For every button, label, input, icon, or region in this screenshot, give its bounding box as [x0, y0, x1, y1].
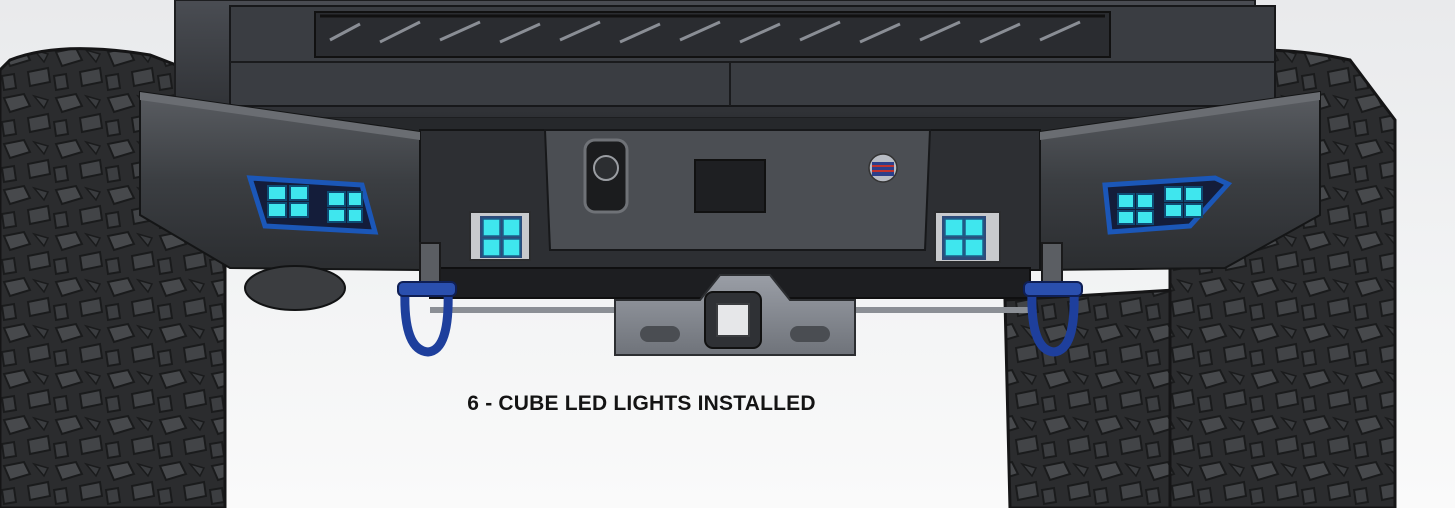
left-shackle	[397, 242, 457, 357]
right-corner-led-light	[1102, 175, 1233, 235]
right-shackle	[1023, 242, 1083, 357]
caption: 6 - CUBE LED LIGHTS INSTALLED	[0, 392, 1455, 416]
license-plate-light	[583, 138, 629, 214]
right-tire-inner	[1003, 288, 1182, 508]
left-corner-led-light	[246, 175, 379, 235]
exhaust	[244, 265, 346, 311]
hitch-receiver	[614, 274, 856, 356]
flag-badge-icon	[868, 153, 898, 183]
caption-text: 6 - CUBE LED LIGHTS INSTALLED	[467, 392, 816, 415]
tailgate	[174, 0, 1276, 119]
right-cube-led-light	[934, 211, 1001, 263]
left-cube-led-light	[469, 211, 531, 261]
plate-mount	[694, 159, 766, 213]
